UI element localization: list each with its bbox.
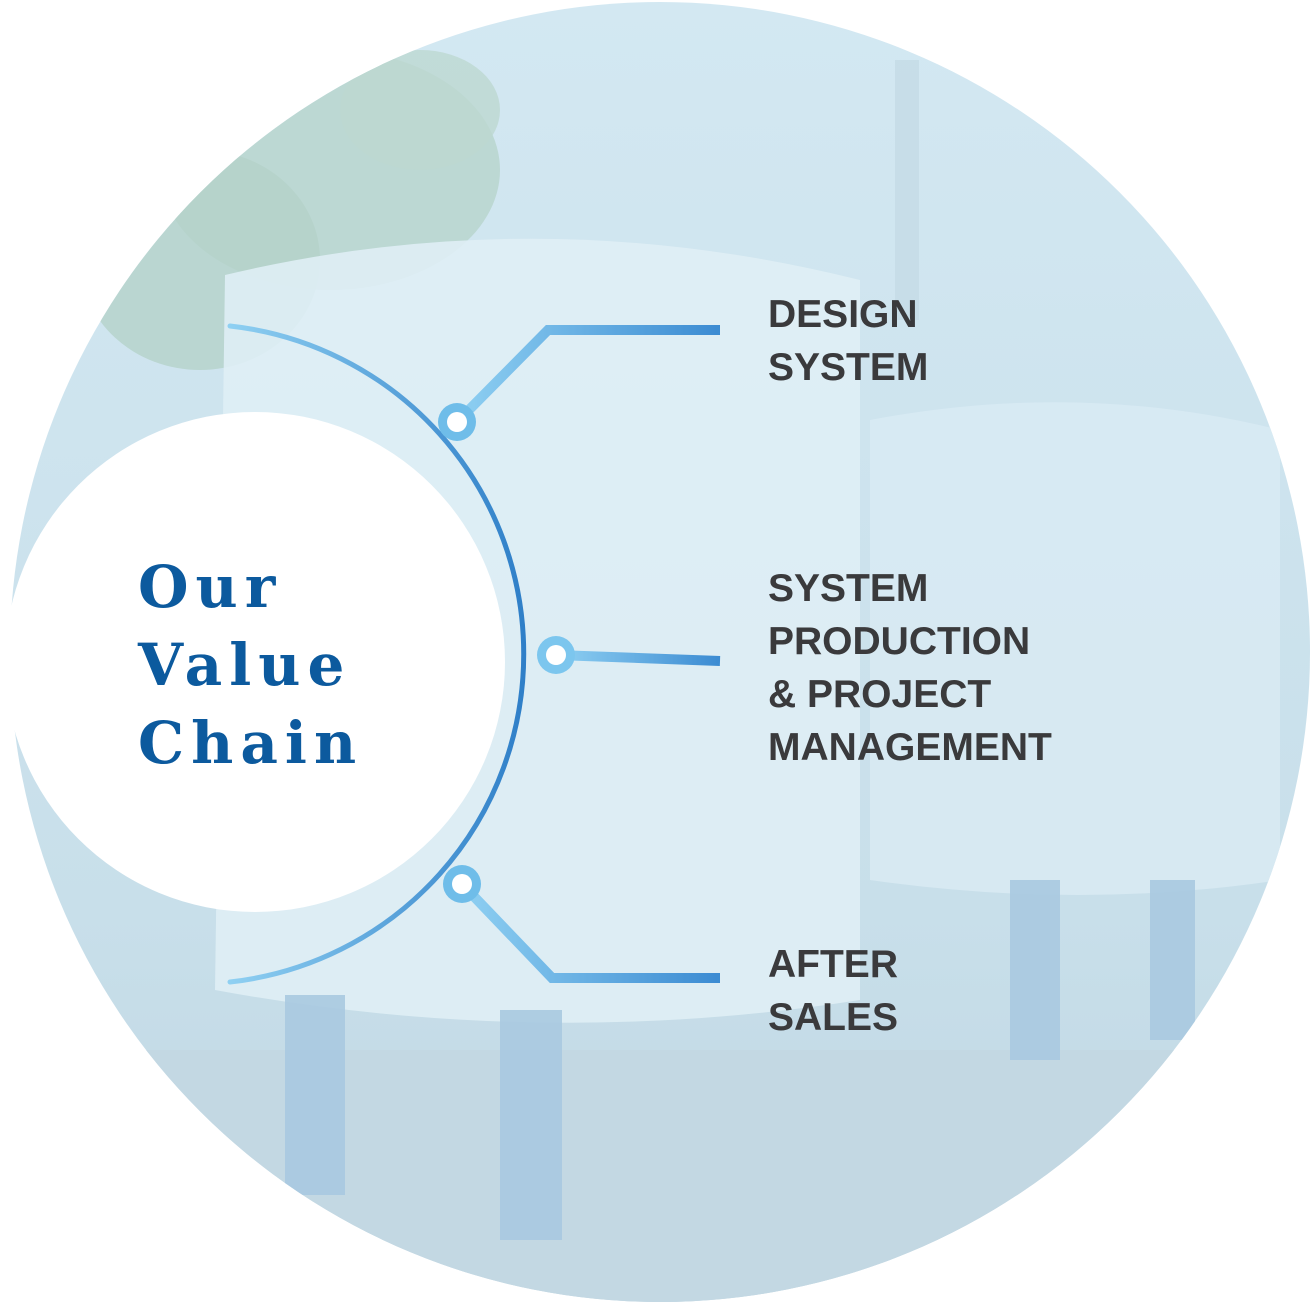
stage-label-line: SALES	[768, 996, 899, 1039]
title-line: Our	[138, 553, 283, 621]
connector-after-sales	[458, 880, 720, 983]
stage-label-production: SYSTEM PRODUCTION & PROJECT MANAGEMENT	[768, 562, 1052, 774]
node-production	[537, 636, 575, 674]
stage-label-line: PRODUCTION	[768, 620, 1031, 663]
node-after-sales	[443, 865, 481, 903]
stage-label-line: SYSTEM	[768, 567, 929, 610]
stage-label-line: & PROJECT	[768, 673, 992, 716]
diagram-title: Our Value Chain	[138, 548, 363, 782]
title-line: Chain	[138, 709, 364, 777]
connector-production	[555, 650, 721, 666]
stage-label-line: AFTER	[768, 943, 898, 986]
stage-label-line: MANAGEMENT	[768, 726, 1052, 769]
stage-label-after-sales: AFTER SALES	[768, 938, 898, 1044]
stage-label-line: SYSTEM	[768, 346, 929, 389]
stage-label-line: DESIGN	[768, 293, 918, 336]
stage-label-design: DESIGN SYSTEM	[768, 288, 928, 394]
value-chain-arc	[227, 323, 527, 985]
connector-design	[453, 325, 720, 426]
center-circle	[5, 412, 505, 912]
title-line: Value	[138, 631, 352, 699]
node-design	[438, 403, 476, 441]
